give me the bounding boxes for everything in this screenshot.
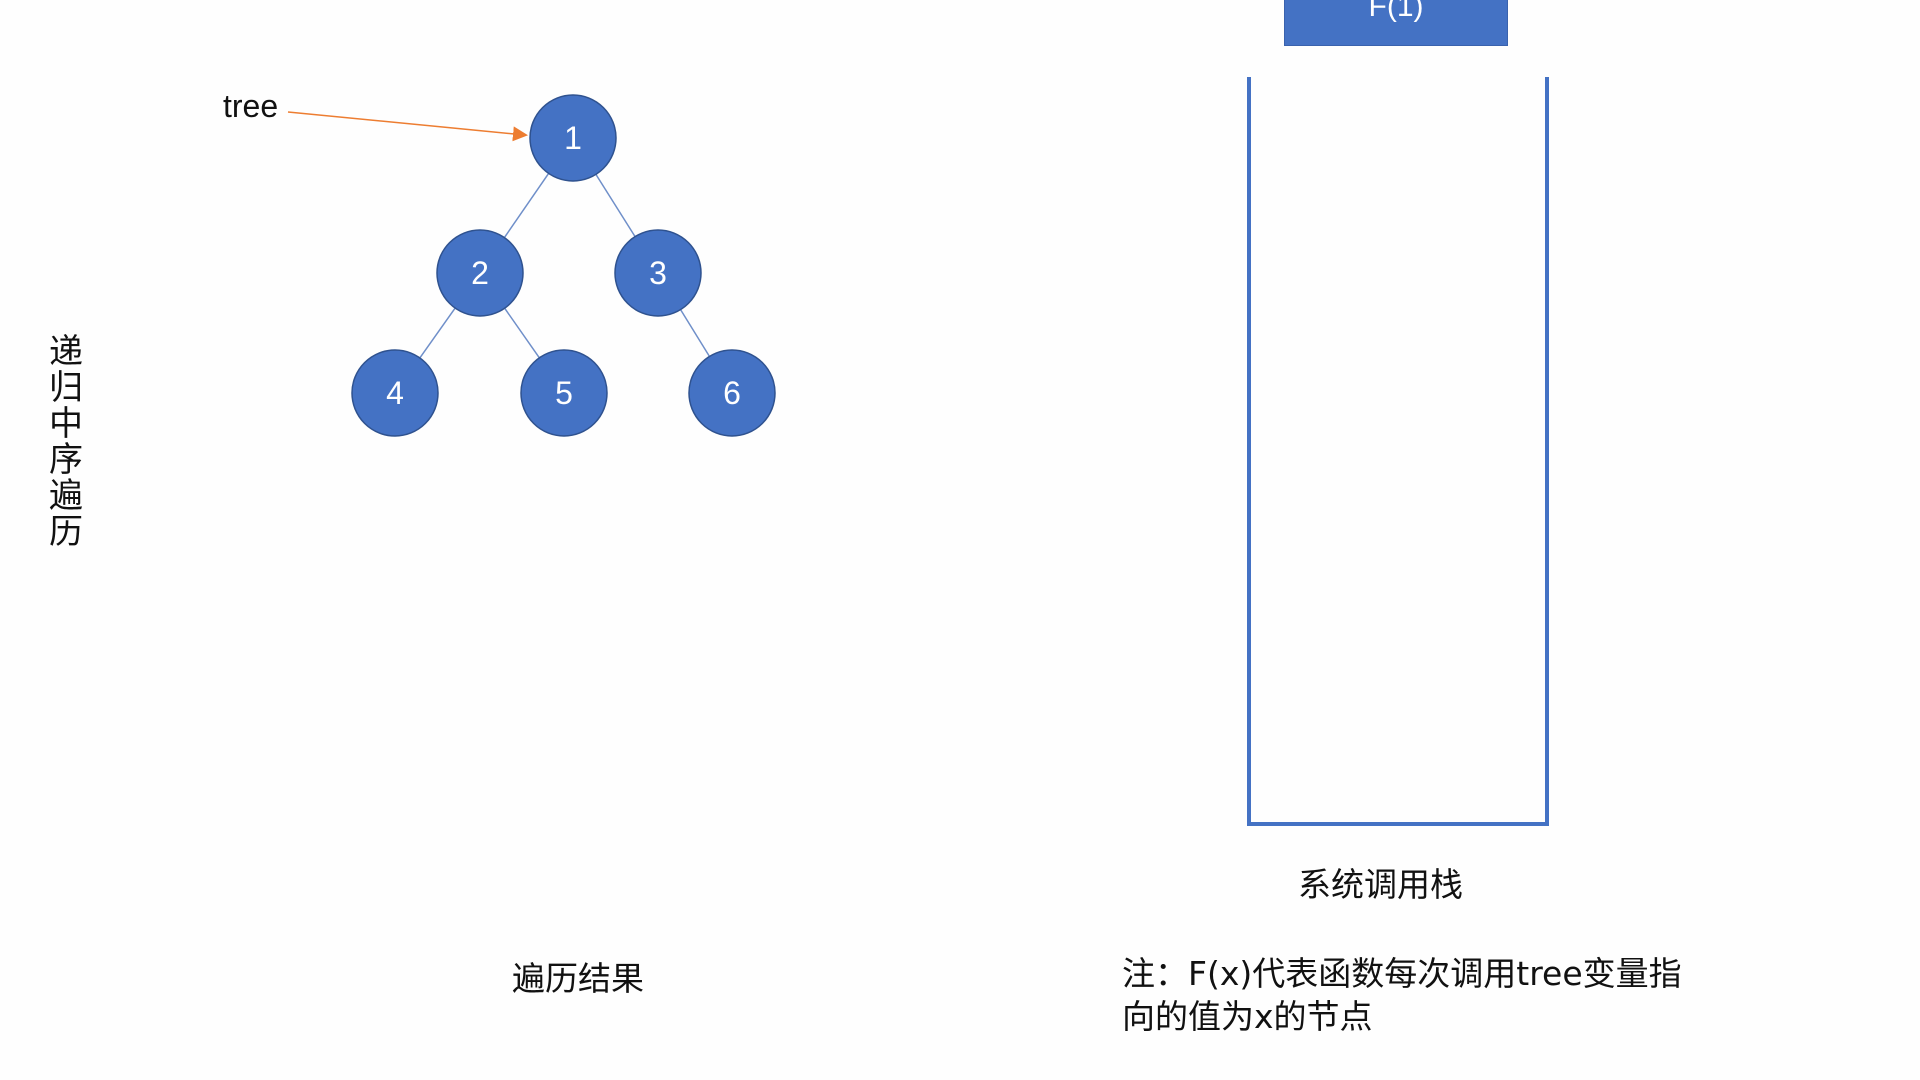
tree-edge: [679, 309, 711, 357]
result-label: 遍历结果: [512, 959, 644, 998]
tree-edge: [595, 173, 636, 238]
vertical-title: 递归中序遍历: [49, 332, 83, 552]
tree-node: [520, 349, 608, 437]
tree-pointer-label: tree: [223, 88, 279, 124]
note-line-2: 向的值为x的节点: [1122, 997, 1373, 1036]
tree-node-label: 5: [555, 375, 573, 411]
tree-edge: [504, 307, 540, 359]
tree-node-label: 3: [649, 255, 667, 291]
pointer-arrow: [287, 111, 528, 142]
tree-node-label: 4: [386, 375, 404, 411]
note-line-1: 注：F(x)代表函数每次调用tree变量指: [1122, 954, 1682, 993]
tree-edge: [419, 307, 456, 359]
tree-node: [436, 229, 524, 317]
call-stack-container: [1247, 77, 1549, 826]
stack-frame: F(1): [1284, 0, 1508, 46]
tree-node: [351, 349, 439, 437]
tree-node-label: 2: [471, 255, 489, 291]
tree-edge: [503, 172, 550, 239]
tree-node: [529, 94, 617, 182]
tree-node: [614, 229, 702, 317]
stack-label: 系统调用栈: [1298, 865, 1463, 904]
tree-node-label: 1: [564, 120, 582, 156]
tree-node: [688, 349, 776, 437]
tree-node-label: 6: [723, 375, 741, 411]
